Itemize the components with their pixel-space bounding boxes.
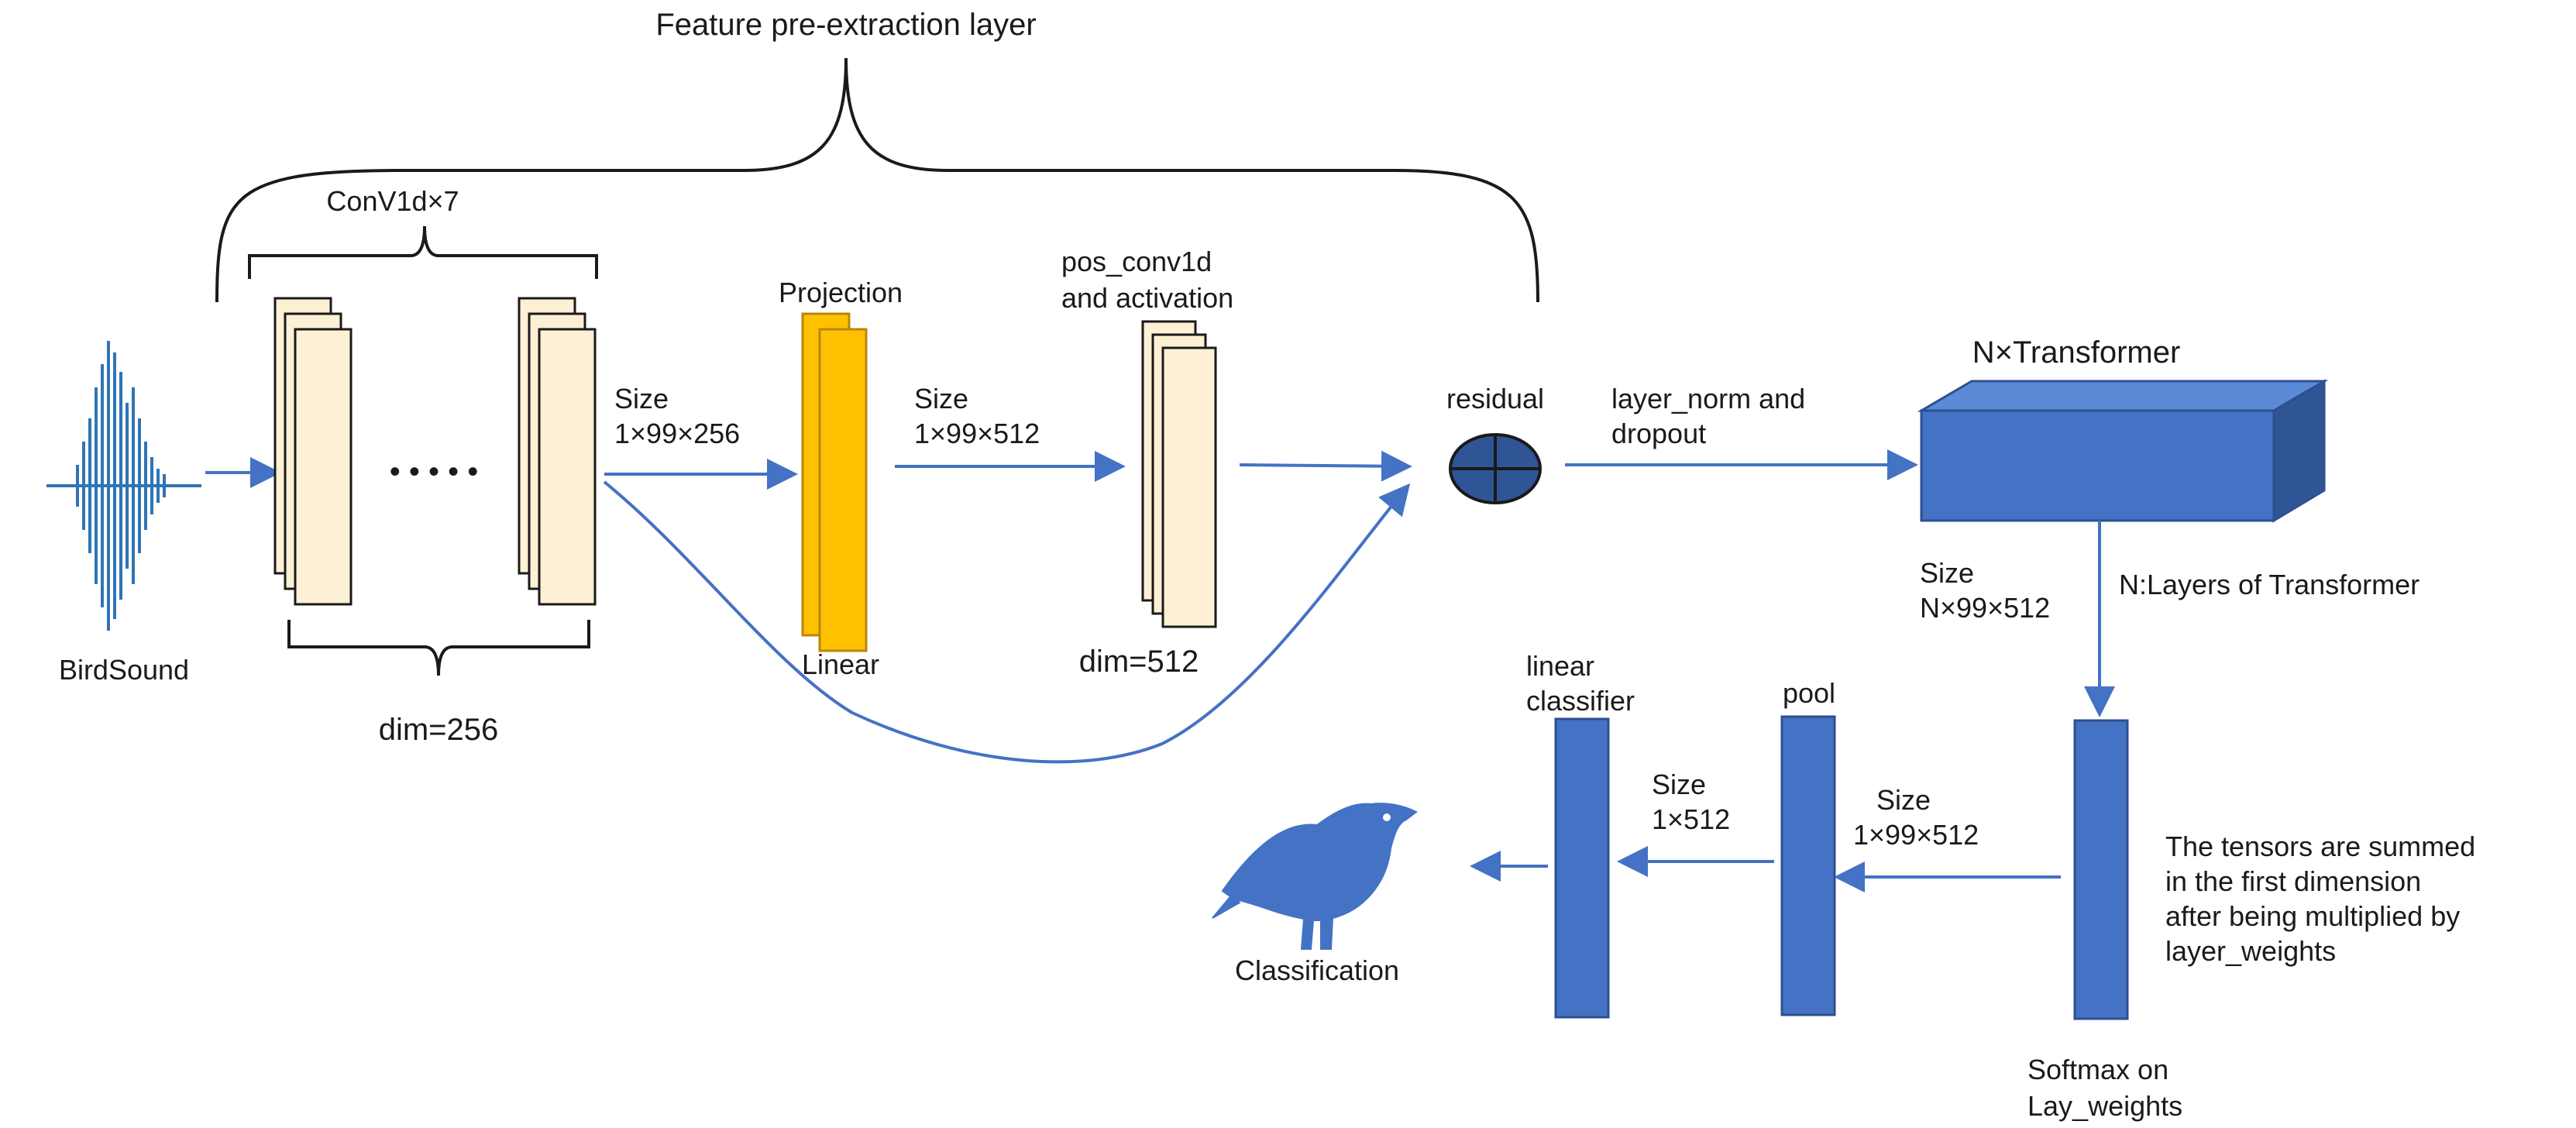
transformer-block (1917, 379, 2329, 523)
size-label-5: Size (1652, 769, 1706, 800)
size-n-99-512: N×99×512 (1920, 592, 2050, 624)
linear-classifier-label-1: linear (1526, 650, 1594, 682)
size-1-512: 1×512 (1652, 803, 1730, 835)
size-1-99-256: 1×99×256 (614, 418, 740, 449)
pos-conv-layer (1161, 346, 1217, 628)
dim512-label: dim=512 (1079, 645, 1199, 679)
pool-block (1780, 715, 1836, 1016)
pos-conv1d-activation-label: and activation (1061, 282, 1233, 314)
linear-classifier-label-2: classifier (1526, 685, 1635, 717)
projection-layer (818, 328, 868, 652)
dim256-label: dim=256 (379, 713, 499, 747)
layer-weights-block (2073, 719, 2129, 1020)
projection-label: Projection (779, 277, 903, 308)
tensors-desc-line1: The tensors are summed (2165, 831, 2475, 862)
conv-dots: • • • • • (390, 455, 478, 489)
tensors-desc-line2: in the first dimension (2165, 865, 2421, 897)
pool-label: pool (1783, 677, 1835, 709)
size-label-1: Size (614, 383, 669, 414)
dim256-brace (287, 620, 590, 676)
size-label-2: Size (914, 383, 968, 414)
conv-layer (294, 328, 353, 606)
conv-stack-right (518, 297, 597, 606)
waveform-icon (46, 341, 201, 631)
pos-conv1d-label: pos_conv1d (1061, 246, 1212, 277)
conv1d-top-brace (248, 225, 598, 279)
feature-pre-extraction-title: Feature pre-extraction layer (655, 8, 1036, 42)
conv-layer (538, 328, 597, 606)
classification-label: Classification (1235, 954, 1399, 986)
pos-conv-block (1141, 320, 1217, 628)
residual-label: residual (1446, 383, 1544, 414)
size-1-99-512: 1×99×512 (914, 418, 1040, 449)
projection-block (801, 312, 868, 652)
linear-classifier-block (1554, 717, 1610, 1019)
size-label-3: Size (1920, 557, 1974, 589)
bird-sound-label: BirdSound (59, 654, 189, 686)
dropout-label: dropout (1611, 418, 1706, 449)
n-layers-label: N:Layers of Transformer (2119, 569, 2420, 600)
size-label-4: Size (1876, 784, 1931, 816)
bird-icon (1212, 803, 1418, 950)
lay-weights-label: Lay_weights (2027, 1090, 2182, 1122)
conv-stack-left (273, 297, 353, 606)
conv1d-label: ConV1d×7 (326, 185, 459, 217)
arrow-posconv-to-residual (1239, 450, 1412, 482)
size-1-99-512-b: 1×99×512 (1853, 819, 1979, 851)
tensors-desc-line3: after being multiplied by (2165, 900, 2460, 932)
feature-brace (215, 57, 1539, 303)
circled-plus-icon (1449, 433, 1542, 504)
residual-skip-path (603, 480, 1411, 764)
linear-label: Linear (802, 648, 879, 680)
n-transformer-label: N×Transformer (1972, 335, 2181, 370)
softmax-label: Softmax on (2027, 1054, 2168, 1085)
tensors-desc-line4: layer_weights (2165, 935, 2336, 967)
layer-norm-label: layer_norm and (1611, 383, 1805, 414)
